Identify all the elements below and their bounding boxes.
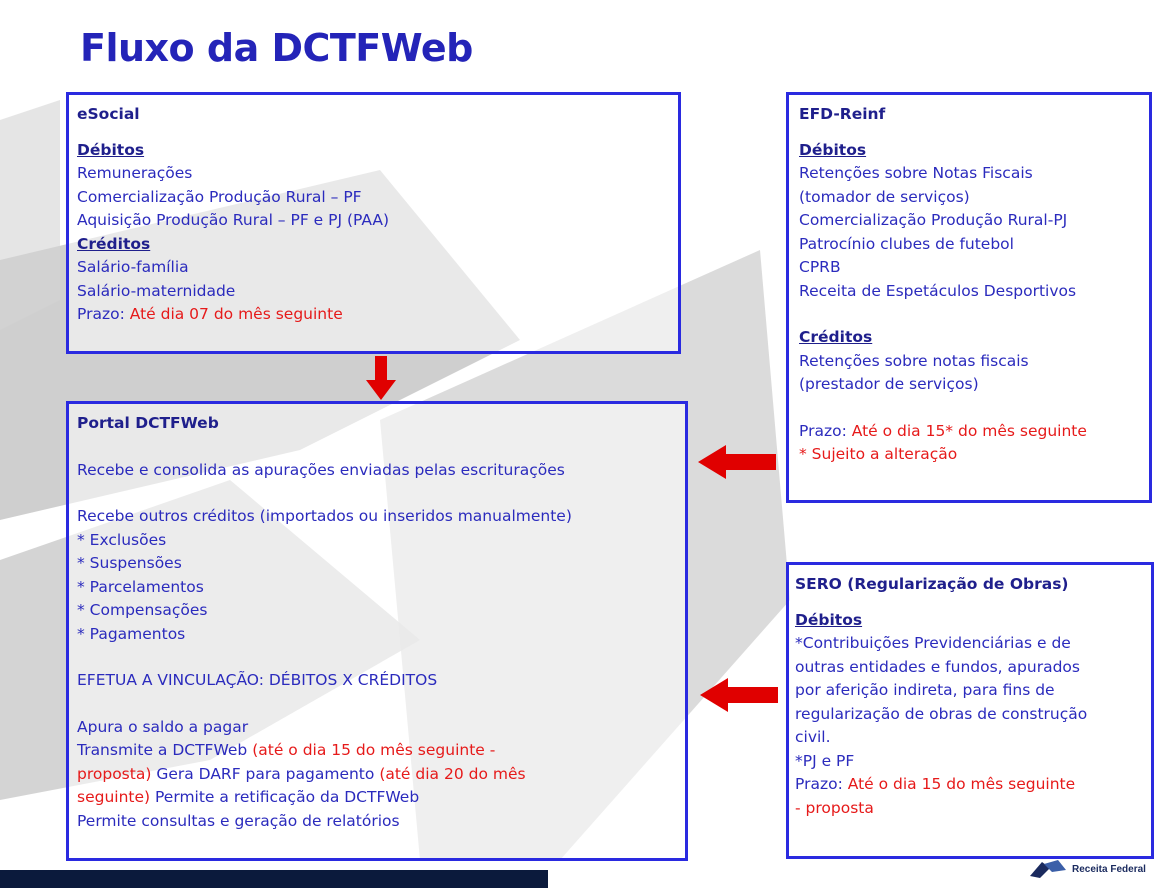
sero-debito-line: regularização de obras de construção <box>795 704 1088 723</box>
esocial-credito-item: Salário-família <box>77 258 189 276</box>
esocial-box: eSocial Débitos Remunerações Comercializ… <box>66 92 681 354</box>
logo-text: Receita Federal <box>1072 863 1146 875</box>
sero-debito-line: outras entidades e fundos, apurados <box>795 657 1080 676</box>
footer-bar <box>0 870 548 888</box>
portal-transmite-text: Transmite a DCTFWeb <box>77 741 248 759</box>
sero-title: SERO (Regularização de Obras) <box>795 575 1069 593</box>
reinf-title: EFD-Reinf <box>799 105 886 123</box>
esocial-debito-item: Remunerações <box>77 164 193 182</box>
portal-credito-item: * Pagamentos <box>77 624 186 643</box>
portal-transmite-note: (até o dia 15 do mês seguinte - <box>252 741 496 759</box>
sero-prazo-label: Prazo: <box>795 775 843 793</box>
reinf-prazo-label: Prazo: <box>799 421 847 440</box>
portal-transmite-note-end: proposta) <box>77 764 152 783</box>
arrow-left-icon <box>698 445 776 479</box>
portal-dctfweb-box: Portal DCTFWeb Recebe e consolida as apu… <box>66 401 688 861</box>
portal-vinculacao-text: EFETUA A VINCULAÇÃO: DÉBITOS X CRÉDITOS <box>77 671 438 689</box>
reinf-prazo-value: Até o dia 15* do mês seguinte <box>851 421 1087 440</box>
sero-box: SERO (Regularização de Obras) Débitos *C… <box>786 562 1154 859</box>
portal-title: Portal DCTFWeb <box>77 414 219 432</box>
reinf-debito-item: Retenções sobre Notas Fiscais <box>799 164 1033 182</box>
esocial-credito-item: Salário-maternidade <box>77 281 236 300</box>
reinf-credito-item: (prestador de serviços) <box>799 375 979 393</box>
esocial-prazo-value: Até dia 07 do mês seguinte <box>129 305 343 323</box>
reinf-creditos-heading: Créditos <box>799 328 873 346</box>
efd-reinf-box: EFD-Reinf Débitos Retenções sobre Notas … <box>786 92 1152 503</box>
sero-debito-line: civil. <box>795 728 831 746</box>
reinf-debito-item: Comercialização Produção Rural-PJ <box>799 211 1068 229</box>
esocial-title: eSocial <box>77 105 140 123</box>
receita-federal-logo: Receita Federal <box>1028 858 1146 880</box>
reinf-debito-item: Receita de Espetáculos Desportivos <box>799 281 1077 300</box>
esocial-creditos-heading: Créditos <box>77 234 151 253</box>
portal-credito-item: * Parcelamentos <box>77 577 204 596</box>
sero-proposta-note: - proposta <box>795 798 874 817</box>
esocial-prazo-label: Prazo: <box>77 305 125 323</box>
portal-gera-note-end: seguinte) <box>77 788 151 806</box>
esocial-debito-item: Comercialização Produção Rural – PF <box>77 187 362 206</box>
esocial-debitos-heading: Débitos <box>77 140 145 159</box>
sero-debito-line: por aferição indireta, para fins de <box>795 681 1055 699</box>
reinf-debito-item: Patrocínio clubes de futebol <box>799 234 1014 253</box>
reinf-debito-item: CPRB <box>799 258 841 276</box>
sero-prazo-value: Até o dia 15 do mês seguinte <box>847 775 1076 793</box>
reinf-debitos-heading: Débitos <box>799 140 867 159</box>
esocial-debito-item: Aquisição Produção Rural – PF e PJ (PAA) <box>77 211 390 229</box>
portal-consolida-text: Recebe e consolida as apurações enviadas… <box>77 460 565 479</box>
portal-credito-item: * Suspensões <box>77 554 182 572</box>
reinf-debito-item: (tomador de serviços) <box>799 187 970 206</box>
portal-gera-note: (até dia 20 do mês <box>379 764 526 783</box>
page-title: Fluxo da DCTFWeb <box>80 26 473 70</box>
portal-gera-darf-text: Gera DARF para pagamento <box>156 764 375 783</box>
portal-consultas-text: Permite consultas e geração de relatório… <box>77 811 400 830</box>
sero-debitos-heading: Débitos <box>795 610 863 629</box>
esocial-prazo: Prazo: Até dia 07 do mês seguinte <box>77 303 670 327</box>
reinf-credito-item: Retenções sobre notas fiscais <box>799 351 1029 370</box>
portal-retificacao-text: Permite a retificação da DCTFWeb <box>155 788 420 806</box>
portal-credito-item: * Exclusões <box>77 530 167 549</box>
portal-outros-creditos-text: Recebe outros créditos (importados ou in… <box>77 507 572 525</box>
sero-debito-line: *Contribuições Previdenciárias e de <box>795 634 1071 652</box>
portal-credito-item: * Compensações <box>77 601 208 619</box>
arrow-down-icon <box>366 356 396 400</box>
arrow-left-icon <box>700 678 778 712</box>
reinf-sujeito-note: * Sujeito a alteração <box>799 445 958 463</box>
receita-federal-logo-icon <box>1030 860 1066 878</box>
portal-apura-text: Apura o saldo a pagar <box>77 717 249 736</box>
sero-pj-pf: *PJ e PF <box>795 751 855 770</box>
